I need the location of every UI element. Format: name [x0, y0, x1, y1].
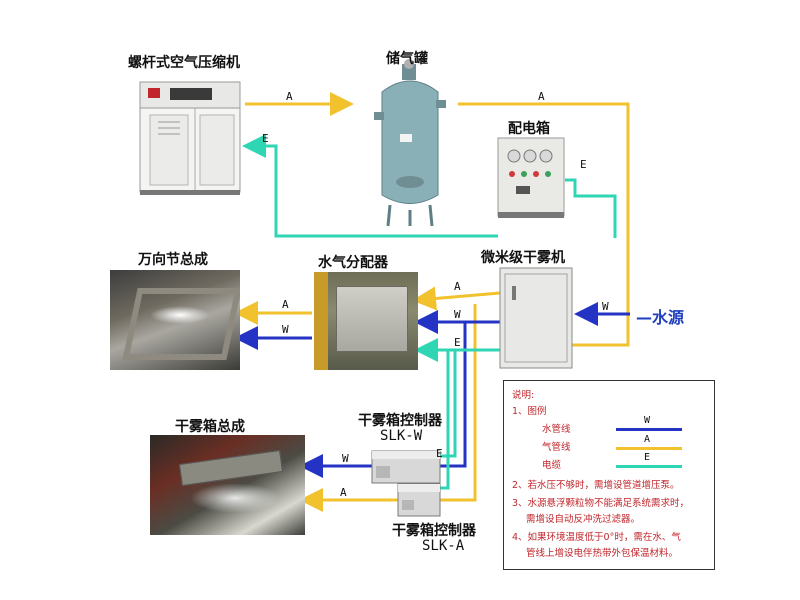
legend-water-letter: W — [644, 415, 651, 426]
legend-note2: 2、若水压不够时，需增设管道增压泵。 — [512, 480, 680, 491]
legend-note4a: 4、如果环境温度低于0°时，需在水、气 — [512, 532, 681, 543]
legend-box: 说明: 1、图例 水管线 W 气管线 A 电缆 E 2、若水压不够时，需增设管道… — [503, 380, 715, 570]
electric-line-cabinet-compressor — [242, 134, 498, 238]
legend-cable: 电缆 — [542, 460, 562, 471]
tank-icon — [374, 59, 446, 227]
fogger-label: 微米级干雾机 — [481, 250, 565, 266]
fogbox-label: 干雾箱总成 — [175, 419, 245, 435]
legend-cable-swatch — [616, 465, 682, 468]
fogger-icon — [499, 267, 573, 369]
compressor-icon — [139, 81, 241, 195]
cabinet-icon — [497, 137, 565, 218]
air-line-to-fogbox — [440, 304, 477, 502]
legend-water-swatch — [616, 428, 682, 431]
wire-letter-water: W — [342, 452, 349, 465]
water-line-to-fogbox — [440, 322, 467, 468]
legend-air-line: 气管线 — [542, 442, 571, 453]
legend-title: 说明: — [512, 390, 535, 401]
water-source-label: —水源 — [636, 308, 685, 327]
legend-air-swatch — [616, 447, 682, 450]
legend-item1: 1、图例 — [512, 406, 547, 417]
wire-letter-water: W — [602, 300, 609, 313]
cabinet-label: 配电箱 — [508, 121, 550, 137]
electric-line-cabinet-fogger — [565, 178, 617, 238]
ctrl-a-model: SLK-A — [422, 538, 465, 554]
water-source-text: 水源 — [652, 308, 685, 327]
legend-note3b: 需增设自动反冲洗过滤器。 — [526, 514, 641, 525]
air-line-fogger-distributor — [412, 286, 501, 311]
wire-letter-water: W — [454, 308, 461, 321]
wire-letter-electric: E — [454, 336, 461, 349]
legend-air-letter: A — [644, 434, 651, 445]
electric-line-to-controllers — [440, 350, 457, 458]
wire-letter-air: A — [538, 90, 545, 103]
wire-letter-air: A — [286, 90, 293, 103]
wire-letter-air: A — [454, 280, 461, 293]
air-line-tank-fogger — [458, 102, 630, 347]
tank-label: 储气罐 — [386, 51, 428, 67]
wire-letter-electric: E — [436, 447, 443, 460]
legend-note3a: 3、水源悬浮颗粒物不能满足系统需求时， — [512, 498, 690, 509]
wire-letter-electric: E — [580, 158, 587, 171]
legend-note4b: 管线上增设电伴热带外包保温材料。 — [526, 548, 679, 559]
ctrl-w-label: 干雾箱控制器 — [358, 413, 442, 429]
wire-letter-electric: E — [262, 132, 269, 145]
distributor-label: 水气分配器 — [318, 255, 388, 271]
controller-icon — [371, 450, 441, 517]
wire-letter-air: A — [340, 486, 347, 499]
wire-letter-water: W — [282, 323, 289, 336]
fogbox-photo — [150, 435, 305, 535]
universal-joint-photo — [110, 270, 240, 370]
legend-water-line: 水管线 — [542, 424, 571, 435]
universal-label: 万向节总成 — [138, 252, 208, 268]
ctrl-a-label: 干雾箱控制器 — [392, 523, 476, 539]
electric-line-to-ctrl-a — [440, 350, 450, 490]
compressor-label: 螺杆式空气压缩机 — [128, 55, 240, 71]
legend-cable-letter: E — [644, 452, 651, 463]
ctrl-w-model: SLK-W — [380, 428, 423, 444]
wire-letter-air: A — [282, 298, 289, 311]
distributor-photo — [314, 272, 418, 370]
